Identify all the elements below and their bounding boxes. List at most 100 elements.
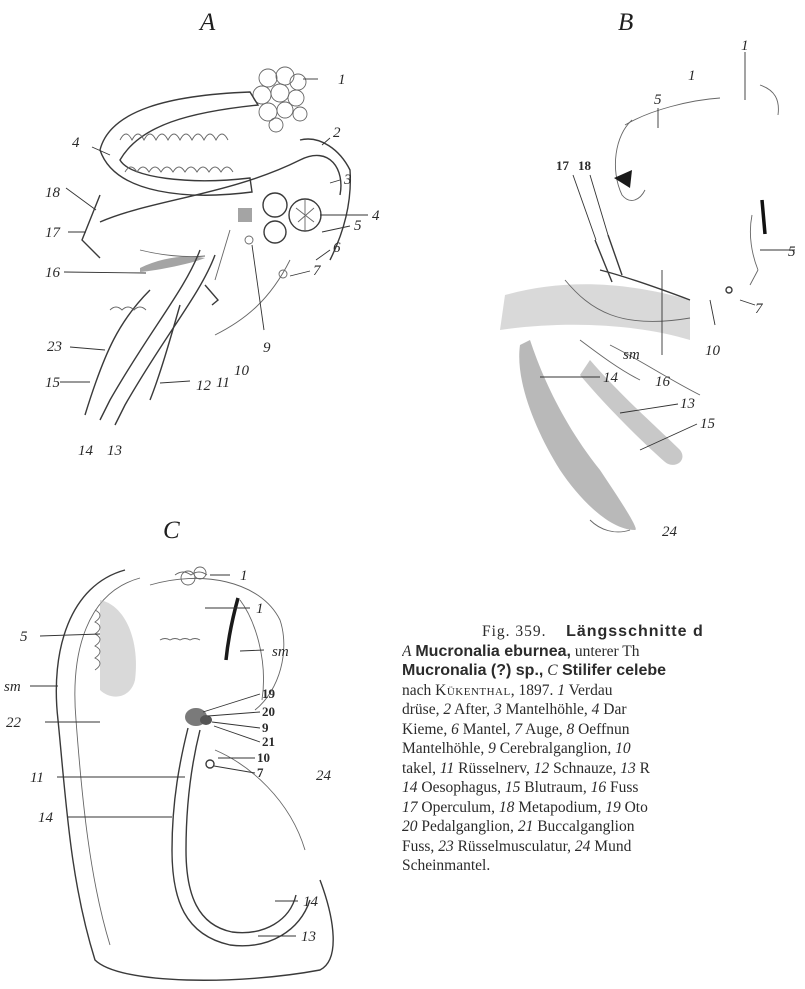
label-b-18: 18 [578, 158, 592, 173]
caption-line-13: Scheinmantel. [402, 856, 805, 876]
caption-line-3: Mucronalia (?) sp., C Stilifer celebe [402, 661, 805, 681]
caption-t7: Auge, [522, 721, 566, 738]
caption-t4: Dar [599, 701, 626, 718]
caption-n17: 17 [402, 799, 418, 816]
snout-left [85, 290, 150, 415]
caption-line-9: 14 Oesophagus, 15 Blutraum, 16 Fuss [402, 778, 805, 798]
caption-n24: 24 [575, 838, 591, 855]
caption-t12: Schnauze, [549, 760, 620, 777]
panel-a-drawing [82, 67, 350, 425]
label-b-1-mid: 1 [688, 68, 696, 84]
caption-year: , 1897. [511, 682, 558, 699]
panel-a-labels: 1 2 3 4 4 18 17 16 5 6 7 9 10 11 12 23 1… [45, 72, 380, 459]
caption-n9: 9 [488, 740, 496, 757]
caption-n1: 1 [557, 682, 565, 699]
label-b-5-right: 5 [788, 244, 796, 260]
label-b-5-top: 5 [654, 92, 662, 108]
digestive-gland-cluster [253, 67, 307, 132]
caption-n19: 19 [605, 799, 621, 816]
label-b-17: 17 [556, 158, 570, 173]
panel-c: C [4, 517, 333, 980]
label-a-6: 6 [333, 240, 341, 256]
operculum [82, 195, 100, 258]
label-c-20: 20 [262, 704, 275, 719]
right-dark-mark [762, 200, 765, 234]
caption-n16: 16 [591, 779, 607, 796]
label-c-5: 5 [20, 629, 28, 645]
caption-n7: 7 [514, 721, 522, 738]
label-a-15: 15 [45, 375, 61, 391]
label-b-sm: sm [623, 347, 640, 363]
caption-t-kieme: Kieme, [402, 721, 451, 738]
caption-t13: R [636, 760, 650, 777]
label-b-16: 16 [655, 374, 671, 390]
panel-b-drawing [500, 85, 778, 532]
intestine-band [100, 92, 258, 195]
caption-t-fuss: Fuss, [402, 838, 438, 855]
caption-line-5: drüse, 2 After, 3 Mantelhöhle, 4 Dar [402, 700, 805, 720]
caption-line-2: A Mucronalia eburnea, unterer Th [402, 642, 805, 662]
panel-c-title: C [163, 517, 180, 544]
caption-t16: Fuss [606, 779, 638, 796]
figure-caption: Fig. 359. Längsschnitte d A Mucronalia e… [402, 622, 805, 876]
caption-c: C [543, 662, 557, 679]
label-c-24: 24 [316, 768, 332, 784]
cerebral-ganglion [238, 208, 252, 222]
caption-heading: Längsschnitte d [566, 623, 704, 640]
small-ganglion [726, 287, 732, 293]
caption-n18: 18 [499, 799, 515, 816]
label-b-7: 7 [755, 301, 764, 317]
snout-lobe [519, 340, 636, 530]
caption-t23: Rüsselmusculatur, [454, 838, 575, 855]
caption-t20: Pedalganglion, [418, 818, 518, 835]
label-c-14-right: 14 [303, 894, 319, 910]
label-a-3: 3 [343, 172, 352, 188]
label-c-14-left: 14 [38, 810, 54, 826]
label-a-10: 10 [234, 363, 250, 379]
caption-fig-number: Fig. 359. [482, 623, 547, 640]
label-a-13: 13 [107, 443, 122, 459]
label-b-13: 13 [680, 396, 695, 412]
caption-n6: 6 [451, 721, 459, 738]
caption-t24: Mund [590, 838, 631, 855]
label-c-9: 9 [262, 720, 269, 735]
caption-line-7: Mantelhöhle, 9 Cerebralganglion, 10 [402, 739, 805, 759]
label-c-10: 10 [257, 750, 270, 765]
caption-line-8: takel, 11 Rüsselnerv, 12 Schnauze, 13 R [402, 759, 805, 779]
caption-line2-rest: unterer Th [571, 643, 640, 660]
caption-t14: Oesophagus, [418, 779, 505, 796]
caption-t-druse: drüse, [402, 701, 443, 718]
caption-n14: 14 [402, 779, 418, 796]
label-a-5: 5 [354, 218, 362, 234]
left-gland-mass [100, 600, 136, 697]
caption-t19: Oto [621, 799, 648, 816]
label-c-21: 21 [262, 734, 275, 749]
panel-b-title: B [618, 9, 633, 36]
foot-region [140, 256, 205, 272]
label-a-7: 7 [313, 263, 322, 279]
caption-n20: 20 [402, 818, 418, 835]
label-a-11: 11 [216, 375, 230, 391]
caption-species-b: Mucronalia (?) sp., [402, 662, 543, 679]
label-c-sm-right: sm [272, 644, 289, 660]
caption-author: Kükenthal [435, 682, 511, 699]
label-c-7: 7 [257, 765, 264, 780]
caption-nach: nach [402, 682, 435, 699]
caption-n23: 23 [438, 838, 454, 855]
caption-n13: 13 [620, 760, 636, 777]
caption-line-4: nach Kükenthal, 1897. 1 Verdau [402, 681, 805, 701]
label-a-18: 18 [45, 185, 61, 201]
label-c-13: 13 [301, 929, 316, 945]
label-b-15: 15 [700, 416, 716, 432]
caption-t-mantelhohle: Mantelhöhle, [402, 740, 488, 757]
caption-n21: 21 [518, 818, 534, 835]
caption-t-scheinmantel: Scheinmantel. [402, 857, 490, 874]
caption-t21: Buccalganglion [533, 818, 634, 835]
caption-t3: Mantelhöhle, [502, 701, 592, 718]
caption-n3: 3 [494, 701, 502, 718]
label-a-17: 17 [45, 225, 62, 241]
label-c-11: 11 [30, 770, 44, 786]
label-a-1: 1 [338, 72, 346, 88]
caption-species-a: Mucronalia eburnea, [415, 643, 571, 660]
label-c-sm-left: sm [4, 679, 21, 695]
